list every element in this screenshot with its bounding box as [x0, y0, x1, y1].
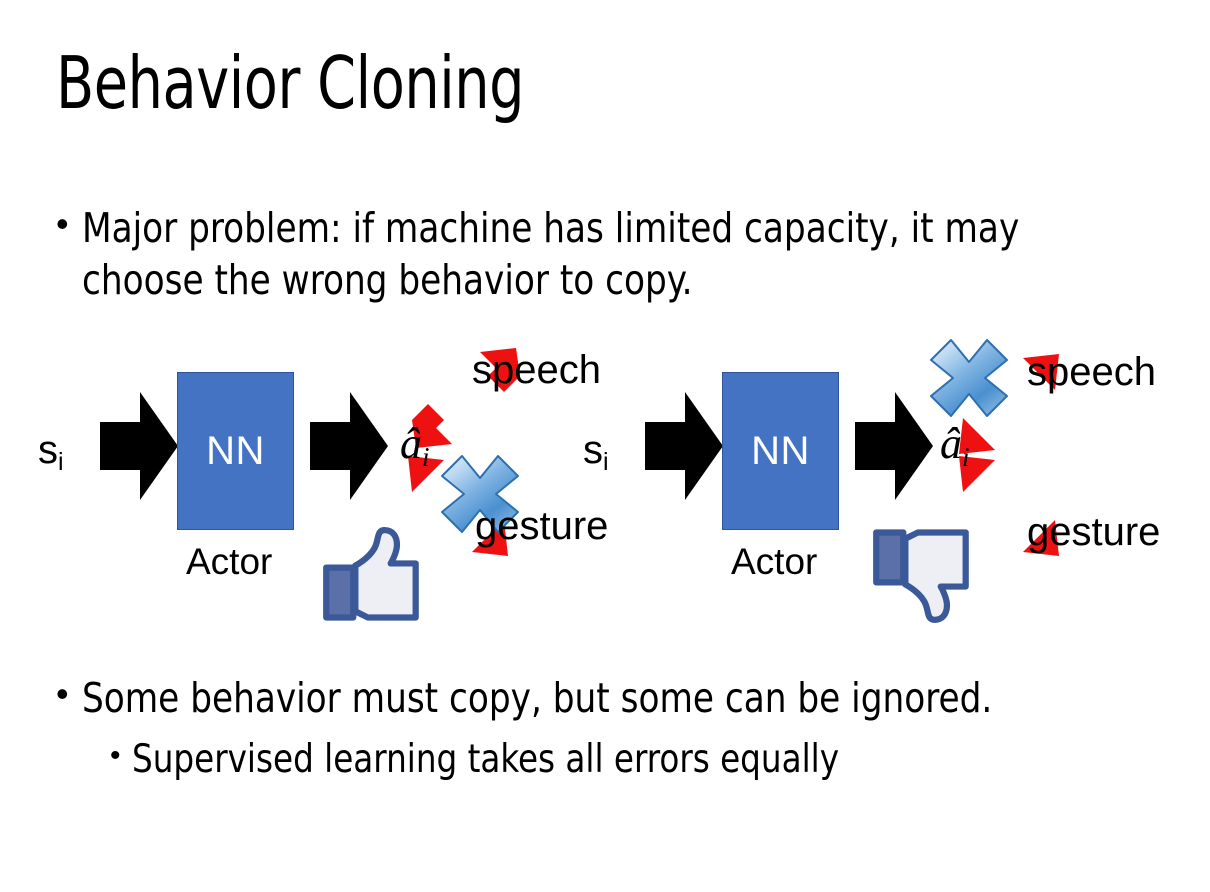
input-arrow-right: [645, 392, 723, 500]
state-label-right: si: [583, 428, 609, 476]
action-label-left: âi: [400, 419, 430, 473]
outcome-label-speech-right: speech: [1027, 350, 1156, 394]
outcome-label-gesture-right: gesture: [1027, 510, 1161, 554]
diagram-left: si NN Actor âi: [20, 330, 608, 630]
thumbs-up-icon: [320, 526, 424, 630]
cross-out-speech-icon-right: [927, 336, 1011, 420]
state-label-left: si: [38, 428, 64, 476]
gesture-arrow-left: [402, 450, 514, 562]
page-title: Behavior Cloning: [56, 41, 525, 125]
thumbs-down-icon: [870, 520, 974, 624]
bullet-major-problem: • Major problem: if machine has limited …: [56, 202, 1166, 307]
outcome-label-gesture-left: gesture: [475, 504, 609, 548]
output-arrow-right: [855, 392, 933, 500]
bullet-text: Some behavior must copy, but some can be…: [81, 674, 992, 722]
nn-box-right: NN: [722, 372, 839, 530]
bullet-marker: •: [56, 203, 69, 244]
bullet-marker: •: [56, 673, 69, 714]
diagram-right: si NN Actor âi: [565, 330, 1160, 630]
bullet-some-behavior: • Some behavior must copy, but some can …: [56, 672, 1176, 724]
speech-arrow-right: [953, 348, 1065, 460]
actor-caption-left: Actor: [186, 541, 273, 582]
nn-label: NN: [751, 429, 810, 473]
speech-arrow-left: [410, 342, 522, 454]
actor-caption-right: Actor: [731, 541, 818, 582]
bullet-text: Supervised learning takes all errors equ…: [131, 737, 839, 782]
input-arrow-left: [100, 392, 178, 500]
nn-box-left: NN: [177, 372, 294, 530]
bullet-marker: •: [110, 739, 121, 772]
output-arrow-left: [310, 392, 388, 500]
bullet-supervised-learning: • Supervised learning takes all errors e…: [110, 735, 1170, 785]
gesture-arrow-right: [953, 450, 1065, 562]
nn-label: NN: [206, 429, 265, 473]
bullet-text: Major problem: if machine has limited ca…: [81, 204, 1019, 305]
outcome-label-speech-left: speech: [472, 348, 601, 392]
action-label-right: âi: [940, 419, 970, 473]
cross-out-gesture-icon-left: [438, 452, 522, 536]
